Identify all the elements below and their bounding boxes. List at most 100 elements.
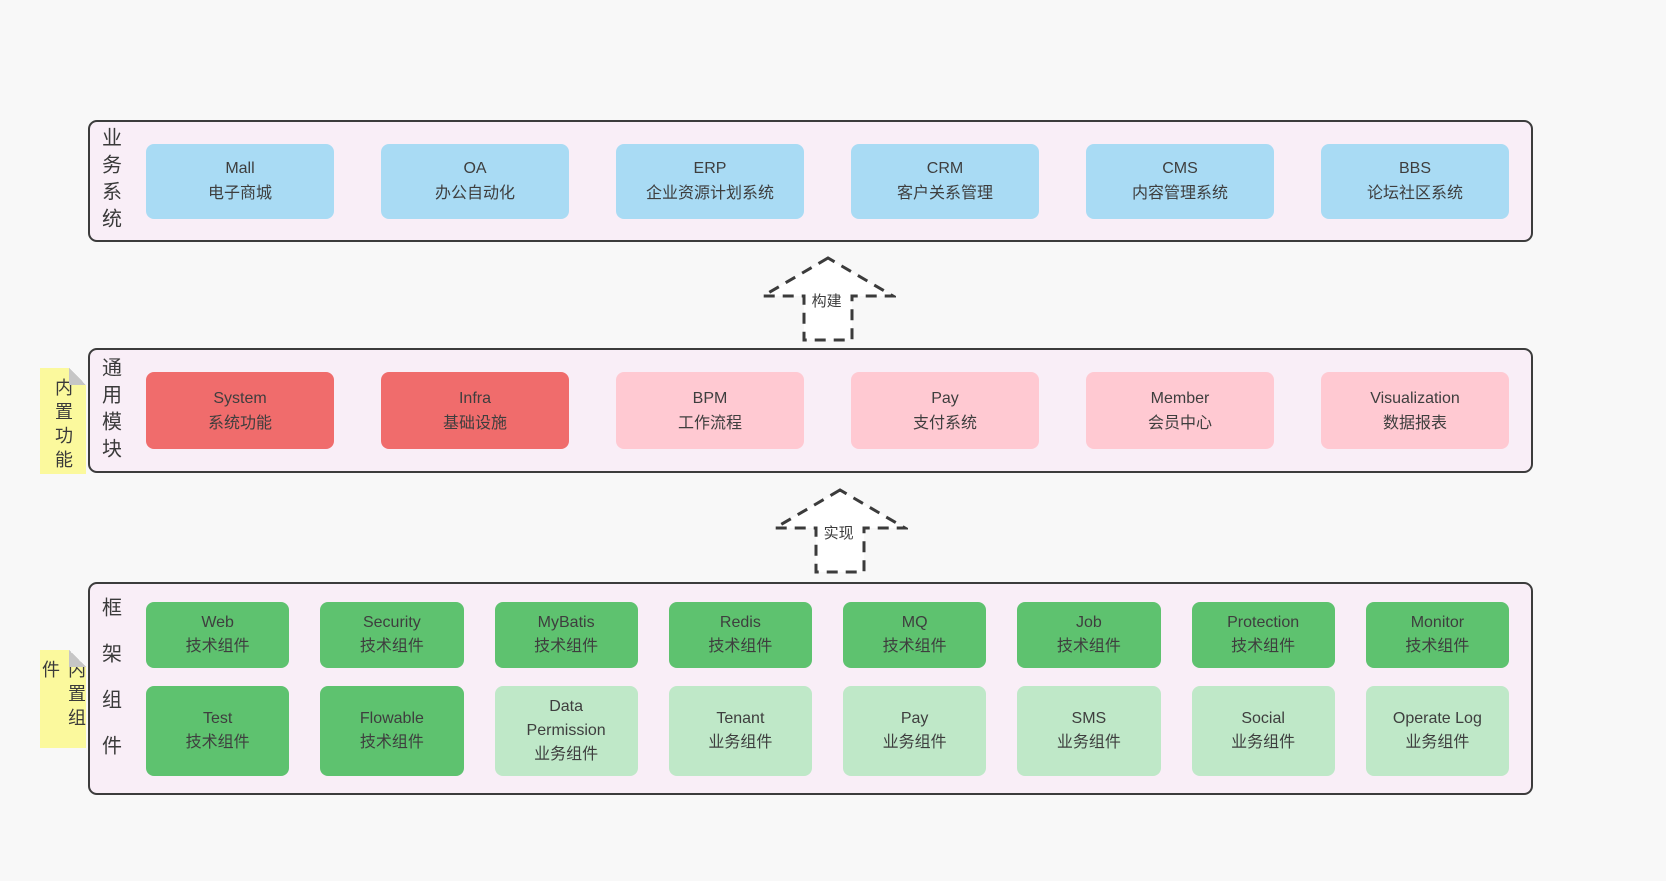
box-title: BBS <box>1398 160 1431 177</box>
box-subtitle: 技术组件 <box>185 734 250 751</box>
box-mq-framework-components: MQ 技术组件 <box>843 602 987 668</box>
box-title: Pay <box>900 710 929 727</box>
box-subtitle: 内容管理系统 <box>1131 185 1228 202</box>
box-subtitle: 技术组件 <box>359 638 424 655</box>
box-subtitle: 业务组件 <box>1056 734 1121 751</box>
sticky-note-built-in-components: 内置组件 <box>40 650 86 748</box>
folded-corner-icon <box>69 650 86 667</box>
box-title: Flowable <box>359 710 424 727</box>
box-subtitle: 论坛社区系统 <box>1366 185 1463 202</box>
folded-corner-icon <box>69 368 86 385</box>
box-title: Protection <box>1227 614 1300 631</box>
box-title: Visualization <box>1370 389 1460 407</box>
box-subtitle: 业务组件 <box>1231 734 1296 751</box>
box-title: MyBatis <box>537 614 595 631</box>
layer-label: 通用模块 <box>90 350 130 471</box>
box-security-framework-components: Security 技术组件 <box>320 602 464 668</box>
box-title: CRM <box>926 160 964 177</box>
box-title: Operate Log <box>1392 710 1482 727</box>
box-mybatis-framework-components: MyBatis 技术组件 <box>494 602 638 668</box>
box-title: MQ <box>901 614 928 631</box>
box-title: Web <box>201 614 234 631</box>
box-title: ERP <box>693 160 727 177</box>
box-subtitle: 数据报表 <box>1382 414 1447 432</box>
box-title: Infra <box>458 389 491 407</box>
layer-label: 框架组件 <box>90 584 130 793</box>
box-subtitle: 电子商城 <box>207 185 272 202</box>
box-sms-framework-components: SMS 业务组件 <box>1017 686 1161 776</box>
box-title: Member <box>1150 389 1210 407</box>
box-social-framework-components: Social 业务组件 <box>1191 686 1335 776</box>
arrow-label: 实现 <box>821 522 856 543</box>
box-data-permission-framework-components: Data Permission 业务组件 <box>494 686 638 776</box>
box-subtitle: 技术组件 <box>534 638 599 655</box>
box-web-framework-components: Web 技术组件 <box>146 602 290 668</box>
box-title: Pay <box>931 389 959 407</box>
box-pay-common-modules: Pay 支付系统 <box>851 372 1039 449</box>
box-subtitle: 技术组件 <box>1056 638 1121 655</box>
box-infra-common-modules: Infra 基础设施 <box>381 372 569 449</box>
box-subtitle: 基础设施 <box>442 414 507 432</box>
box-title: Mall <box>225 160 255 177</box>
layer-label-text: 业务系统 <box>98 127 121 235</box>
box-visualization-common-modules: Visualization 数据报表 <box>1321 372 1509 449</box>
box-operate-log-framework-components: Operate Log 业务组件 <box>1365 686 1509 776</box>
box-subtitle: 会员中心 <box>1147 414 1212 432</box>
layer-framework-components: 框架组件 Web 技术组件 Security 技术组件 MyBatis 技术组件 Redis… <box>88 582 1533 795</box>
layer-label-text: 通用模块 <box>98 356 121 465</box>
box-member-common-modules: Member 会员中心 <box>1086 372 1274 449</box>
box-bbs-business-systems: BBS 论坛社区系统 <box>1321 143 1509 219</box>
box-subtitle: 业务组件 <box>708 734 773 751</box>
box-subtitle: 业务组件 <box>1405 734 1470 751</box>
box-subtitle: 技术组件 <box>1231 638 1296 655</box>
box-subtitle: 技术组件 <box>882 638 947 655</box>
box-job-framework-components: Job 技术组件 <box>1017 602 1161 668</box>
layer-label: 业务系统 <box>90 122 130 240</box>
box-subtitle: 业务组件 <box>534 746 599 763</box>
box-subtitle: 支付系统 <box>912 414 977 432</box>
box-system-common-modules: System 系统功能 <box>146 372 334 449</box>
box-tenant-framework-components: Tenant 业务组件 <box>668 686 812 776</box>
box-title: CMS <box>1162 160 1198 177</box>
sticky-note-text: 内置功能 <box>53 378 73 474</box>
layer-label-text: 框架组件 <box>98 596 121 781</box>
box-title: Monitor <box>1410 614 1465 631</box>
box-test-framework-components: Test 技术组件 <box>146 686 290 776</box>
box-subtitle: 办公自动化 <box>434 185 515 202</box>
box-pay-framework-components: Pay 业务组件 <box>843 686 987 776</box>
box-crm-business-systems: CRM 客户关系管理 <box>851 143 1039 219</box>
box-subtitle: 客户关系管理 <box>896 185 993 202</box>
implement-arrow: 实现 <box>772 487 908 575</box>
arrow-label: 构建 <box>809 290 844 311</box>
box-title: Security <box>362 614 421 631</box>
box-subtitle: 技术组件 <box>359 734 424 751</box>
box-subtitle: 系统功能 <box>207 414 272 432</box>
box-title: Tenant <box>716 710 765 727</box>
box-subtitle: 业务组件 <box>882 734 947 751</box>
box-title: System <box>213 389 267 407</box>
box-erp-business-systems: ERP 企业资源计划系统 <box>616 143 804 219</box>
box-title: Job <box>1075 614 1102 631</box>
box-title: Test <box>202 710 233 727</box>
box-subtitle: 技术组件 <box>1405 638 1470 655</box>
box-mall-business-systems: Mall 电子商城 <box>146 143 334 219</box>
box-title: Social <box>1241 710 1285 727</box>
box-title: SMS <box>1071 710 1107 727</box>
box-title: BPM <box>692 389 728 407</box>
box-title: Data Permission <box>526 698 606 739</box>
box-subtitle: 企业资源计划系统 <box>645 185 774 202</box>
sticky-note-built-in-features: 内置功能 <box>40 368 86 474</box>
box-flowable-framework-components: Flowable 技术组件 <box>320 686 464 776</box>
sticky-note-text: 内置组件 <box>40 660 86 732</box>
box-subtitle: 技术组件 <box>185 638 250 655</box>
box-protection-framework-components: Protection 技术组件 <box>1191 602 1335 668</box>
